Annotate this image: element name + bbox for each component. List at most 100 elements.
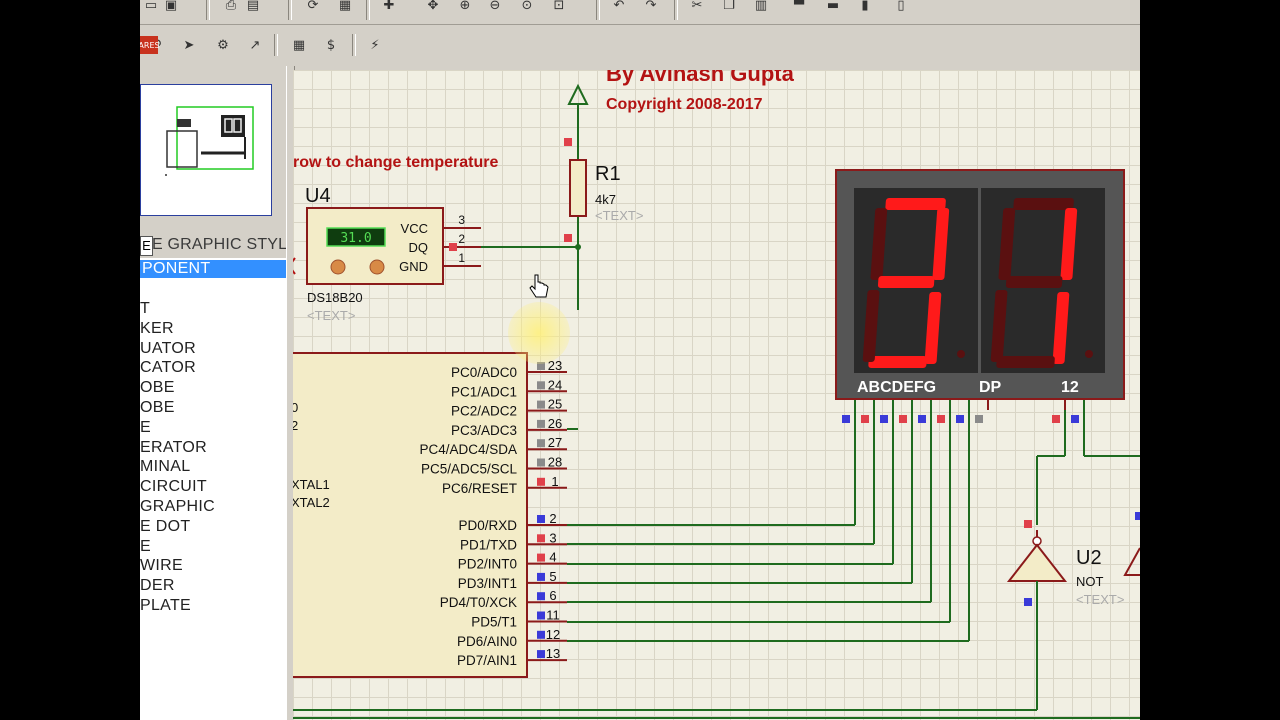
block-rotate-icon[interactable]: ▮: [861, 0, 869, 13]
toolbar-separator: [596, 0, 600, 20]
cut-icon[interactable]: ✂: [691, 0, 703, 13]
pan-icon[interactable]: ✥: [427, 0, 439, 13]
list-item[interactable]: UATOR: [140, 339, 197, 357]
mcu-pin-marker: [537, 515, 545, 523]
mcu-left-pin-label: 0: [293, 400, 298, 415]
sensor-pin-number: 1: [458, 251, 465, 265]
sensor-pin-label: GND: [399, 259, 428, 274]
erc-icon[interactable]: ⚡: [370, 37, 380, 53]
block-delete-icon[interactable]: ▯: [897, 0, 905, 13]
r1-text-placeholder: <TEXT>: [595, 208, 643, 223]
undo-icon[interactable]: ↶: [613, 0, 625, 13]
digit-three-segment-f: [870, 208, 888, 280]
digit-three-segment-a: [885, 198, 946, 210]
zoom-in-icon[interactable]: ⊕: [459, 0, 471, 13]
list-item[interactable]: CIRCUIT: [140, 478, 207, 496]
mcu-pin-marker: [537, 650, 545, 659]
make-device-icon[interactable]: ➤: [183, 37, 195, 53]
mcu-pin-number: 25: [548, 397, 562, 412]
mcu-pin-number: 27: [548, 435, 562, 450]
digit-one-segment-f: [998, 208, 1016, 280]
digit-one-segment-d: [996, 356, 1055, 368]
package-icon[interactable]: ⚙: [217, 37, 229, 53]
mcu-port-d-label: PD2/INT0: [458, 557, 517, 572]
object-selector-list[interactable]: PONENT T KER UATOR CATOR OBE OBE E ERATOR MINAL C…: [140, 258, 288, 720]
list-item[interactable]: OBE: [140, 399, 175, 416]
mcu-pin-number: 4: [549, 550, 556, 565]
mcu-pin-number: 2: [549, 511, 556, 526]
sensor-pin-marker: [449, 243, 457, 251]
list-item[interactable]: DER: [140, 577, 175, 595]
list-item[interactable]: OBE: [140, 379, 175, 397]
copy-icon[interactable]: ❐: [723, 0, 735, 13]
list-item-selected[interactable]: PONENT: [140, 260, 288, 278]
bom-icon[interactable]: $: [326, 37, 336, 53]
list-item[interactable]: PLATE: [140, 597, 191, 614]
selector-toggle-button[interactable]: E: [140, 236, 153, 256]
design-toolbar: ⚲➤⚙↗▦$⚡ARES: [140, 26, 1140, 66]
mcu-port-d-label: PD5/T1: [471, 615, 517, 630]
display-pin-marker: [880, 415, 888, 423]
digit-one-segment-e: [990, 290, 1008, 362]
overview-window[interactable]: [140, 84, 272, 216]
toolbar-separator: [206, 0, 210, 20]
redo-icon[interactable]: ↷: [645, 0, 657, 13]
temp-up-button: [369, 259, 385, 275]
main-toolbar: ▭ ▣ ⎙ ▤ ⟳ ▦ ✚ ✥ ⊕ ⊖ ⊙ ⊡ ↶ ↷ ✂ ❐ ▥ ▀ ▬ ▮ ▯: [140, 0, 1140, 25]
refresh-icon[interactable]: ⟳: [307, 0, 319, 13]
mcu-pin-marker: [537, 419, 545, 428]
common-pins-label: 12: [1061, 379, 1079, 396]
temp-down-button: [330, 259, 346, 275]
zoom-area-icon[interactable]: ⊡: [553, 0, 565, 13]
pin-marker-edge: [1135, 512, 1140, 520]
mcu-pin-marker: [537, 572, 545, 581]
list-item[interactable]: GRAPHIC: [140, 498, 215, 515]
origin-icon[interactable]: ✚: [383, 0, 395, 13]
list-item[interactable]: T: [140, 300, 151, 317]
list-item[interactable]: E: [140, 537, 151, 555]
save-icon[interactable]: ▣: [164, 0, 178, 13]
common-pin-marker: [1071, 415, 1079, 423]
mcu-pin-marker: [537, 381, 545, 390]
list-item[interactable]: E: [140, 418, 151, 436]
mcu-left-pin-label: XTAL1: [293, 477, 330, 492]
power-terminal-icon: [567, 83, 589, 105]
segment-pins-label: ABCDEFG: [857, 379, 936, 396]
list-item[interactable]: E DOT: [140, 517, 191, 535]
grid-icon[interactable]: ▦: [338, 0, 352, 13]
paste-icon[interactable]: ▥: [754, 0, 768, 13]
open-icon[interactable]: ▭: [144, 0, 158, 13]
mcu-pin-marker: [537, 553, 545, 562]
block-move-icon[interactable]: ▬: [826, 0, 840, 13]
dp-pin-label: DP: [979, 379, 1002, 396]
u4-text-placeholder: <TEXT>: [307, 308, 355, 323]
print-area-icon[interactable]: ▤: [246, 0, 260, 13]
mcu-port-c-label: PC5/ADC5/SCL: [421, 462, 518, 477]
mcu-port-c-label: PC3/ADC3: [451, 423, 517, 438]
digit-three-segment-b: [932, 208, 950, 280]
digit-one-segment-b: [1060, 208, 1078, 280]
zoom-out-icon[interactable]: ⊖: [489, 0, 501, 13]
block-copy-icon[interactable]: ▀: [794, 0, 804, 13]
inverter-pin-top: [1024, 520, 1032, 528]
list-item[interactable]: KER: [140, 319, 174, 337]
zoom-all-icon[interactable]: ⊙: [521, 0, 533, 13]
netlist-icon[interactable]: ▦: [292, 37, 306, 53]
mcu-port-d-label: PD6/AIN0: [457, 634, 517, 649]
list-item[interactable]: CATOR: [140, 359, 197, 377]
isis-window: ▭▣⎙▤⟳▦✚✥⊕⊖⊙⊡↶↷✂❐▥▀▬▮▯ ⚲➤⚙↗▦$⚡ARES E E GR…: [140, 0, 1140, 720]
print-icon[interactable]: ⎙: [225, 0, 237, 13]
decompose-icon[interactable]: ↗: [249, 37, 261, 53]
list-item[interactable]: ERATOR: [140, 438, 207, 456]
digit-one-segment-a: [1013, 198, 1074, 210]
mcu-left-pin-label: XTAL2: [293, 495, 330, 510]
list-item[interactable]: MINAL: [140, 458, 191, 476]
ares-icon[interactable]: ARES: [140, 36, 160, 54]
list-item[interactable]: WIRE: [140, 557, 183, 575]
mcu-pin-number: 28: [548, 455, 562, 470]
u2-reference: U2: [1076, 547, 1102, 569]
mcu-left-pin-label: 2: [293, 418, 298, 433]
object-selector-header: E E GRAPHIC STYLES: [140, 234, 309, 256]
sensor-lcd: [326, 227, 386, 247]
